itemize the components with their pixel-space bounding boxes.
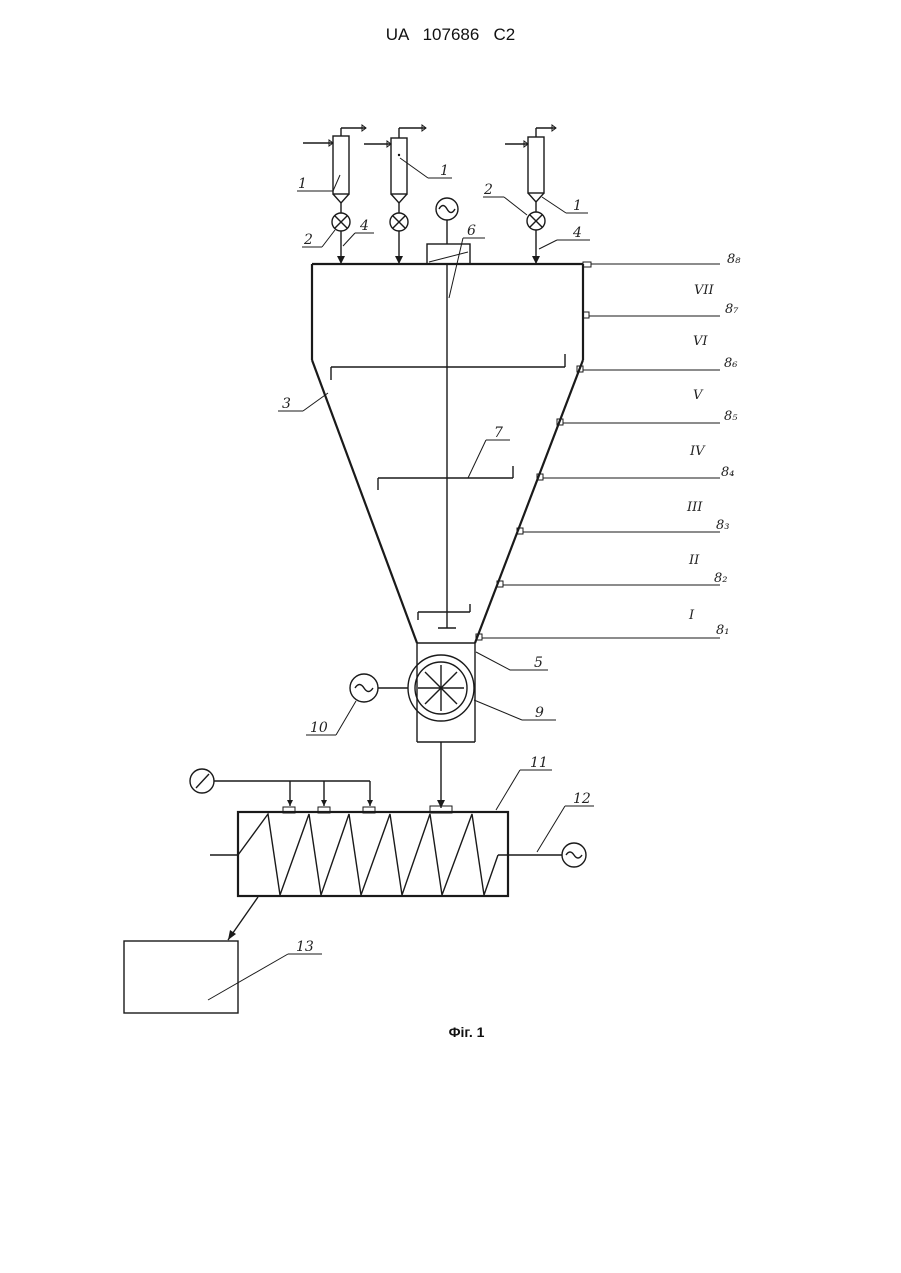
label-1-left: 1 — [298, 176, 307, 192]
extruder-motor — [562, 843, 586, 867]
leader-lines — [208, 158, 594, 1000]
sensor-8-8 — [583, 262, 591, 267]
zone-label-ii: II — [688, 553, 700, 568]
sensor-label-8-8: 8₈ — [727, 252, 741, 267]
label-7: 7 — [494, 425, 503, 441]
sensor-label-8-5: 8₅ — [724, 409, 738, 424]
zone-label-iv: IV — [689, 444, 706, 459]
rotary-feeder — [378, 643, 475, 742]
label-4-right: 4 — [572, 225, 582, 241]
sensor-label-8-7: 8₇ — [725, 302, 739, 317]
sensor-labels: 8₈ 8₇ 8₆ 8₅ 8₄ 8₃ 8₂ 8₁ — [714, 252, 741, 638]
label-4-left: 4 — [359, 218, 369, 234]
feed-hopper-right — [505, 125, 556, 202]
label-12: 12 — [573, 791, 591, 807]
label-10: 10 — [310, 720, 328, 736]
label-6: 6 — [467, 223, 476, 239]
label-1-middle: 1 — [440, 163, 449, 179]
label-13: 13 — [296, 939, 314, 955]
agitator — [331, 264, 565, 628]
zone-label-vii: VII — [694, 283, 715, 298]
level-sensors — [476, 262, 720, 640]
sensor-label-8-2: 8₂ — [714, 571, 727, 586]
sensor-label-8-1: 8₁ — [716, 623, 729, 638]
zone-label-iii: III — [686, 500, 703, 515]
label-2-left: 2 — [303, 232, 313, 248]
feed-hopper-middle — [364, 125, 426, 203]
label-1-right: 1 — [573, 198, 582, 214]
feeder-motor — [350, 674, 378, 702]
zone-labels: VII VI V IV III II I — [686, 283, 715, 623]
sensor-label-8-3: 8₃ — [716, 518, 729, 533]
additive-manifold — [190, 769, 373, 806]
zone-label-v: V — [693, 388, 704, 403]
dosing-valve-right — [527, 202, 545, 264]
zone-label-i: I — [688, 608, 695, 623]
screw-extruder — [210, 806, 562, 896]
label-5: 5 — [534, 655, 543, 671]
receiver-box — [124, 941, 238, 1013]
figure-caption: Фіг. 1 — [0, 1024, 901, 1040]
label-3: 3 — [282, 396, 291, 412]
label-2-right: 2 — [483, 182, 493, 198]
dosing-valve-middle — [390, 203, 408, 264]
label-9: 9 — [535, 705, 544, 721]
sensor-label-8-4: 8₄ — [721, 465, 734, 480]
mixer-motor — [427, 198, 470, 264]
zone-label-vi: VI — [693, 334, 708, 349]
callout-labels: 1 1 1 2 2 4 4 3 6 7 5 9 10 11 12 13 — [282, 163, 591, 955]
sensor-label-8-6: 8₆ — [724, 356, 737, 371]
dosing-valve-left — [332, 203, 350, 264]
label-11: 11 — [530, 755, 548, 771]
